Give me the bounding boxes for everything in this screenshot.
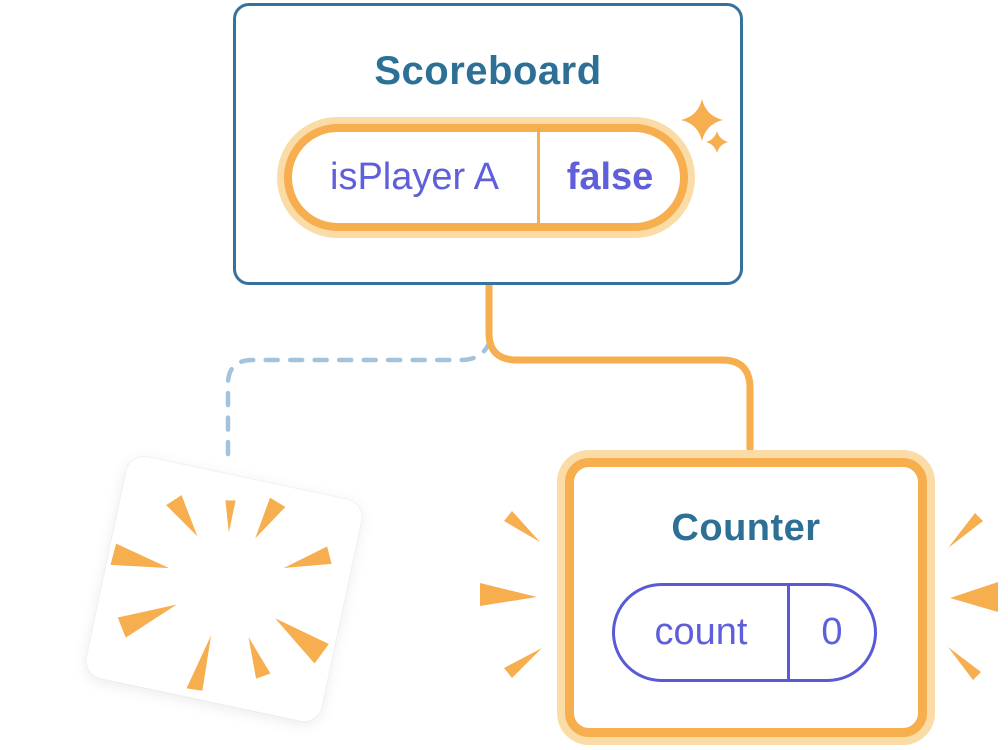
- state-name-label: isPlayer A: [330, 156, 499, 198]
- counter-title: Counter: [671, 507, 821, 549]
- scoreboard-state-pill: isPlayer A false: [284, 124, 688, 231]
- explosion-burst-icon: [110, 495, 332, 691]
- removed-connector-dashed-line: [225, 338, 493, 458]
- pill-divider: [787, 586, 790, 679]
- state-name-label: count: [654, 611, 748, 653]
- parent-child-connector-line: [485, 281, 754, 464]
- scoreboard-title: Scoreboard: [374, 49, 602, 93]
- destroyed-component-card: [83, 453, 365, 725]
- counter-component-card: Counter count 0: [565, 458, 927, 737]
- state-value-label: false: [566, 156, 654, 198]
- state-value-label: 0: [821, 611, 843, 653]
- emphasis-sparks-icon: [480, 511, 998, 680]
- scoreboard-component-card: Scoreboard isPlayer A false: [233, 3, 743, 285]
- sparkle-stars-icon: [681, 99, 728, 153]
- pill-divider: [537, 132, 540, 223]
- counter-state-pill: count 0: [612, 583, 877, 682]
